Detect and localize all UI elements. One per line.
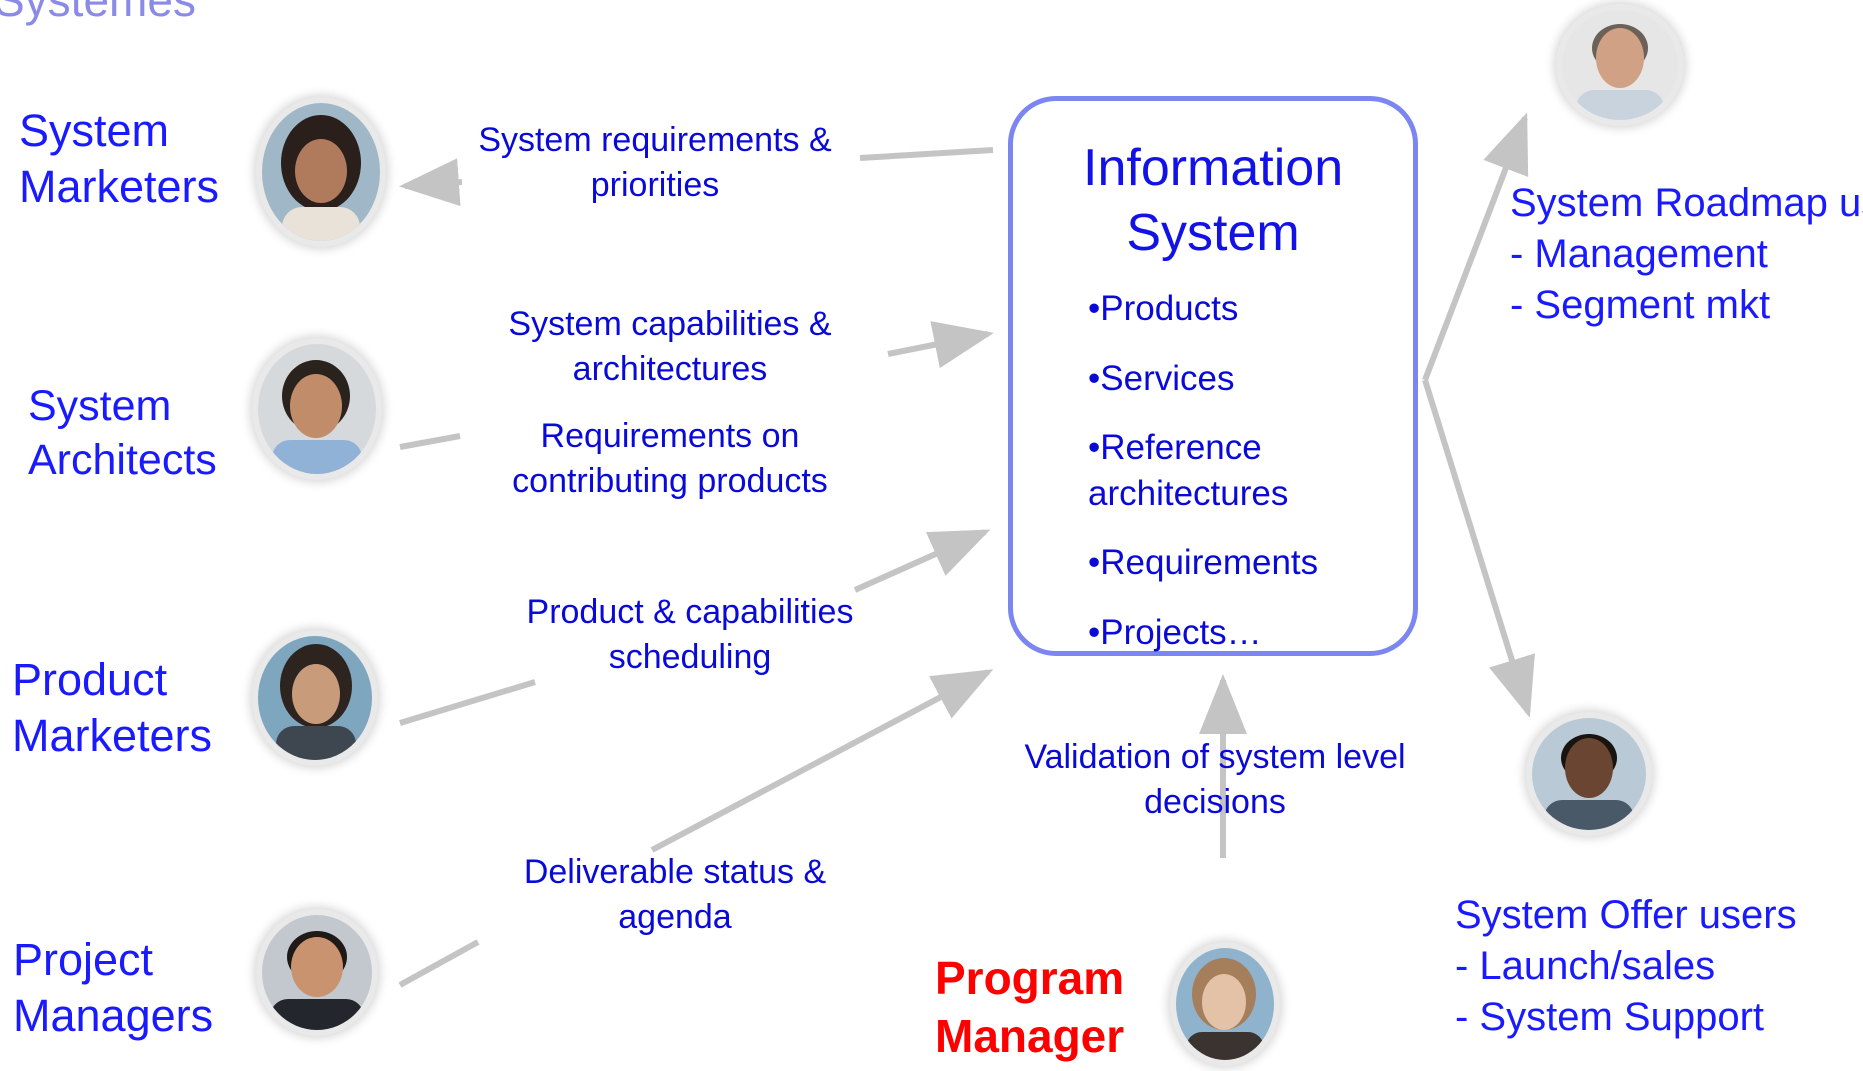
avatar-offer-user xyxy=(1532,718,1646,830)
info-item-reference-architectures: •Reference architectures xyxy=(1088,428,1289,513)
information-system-title: Information System xyxy=(1083,139,1344,262)
info-item-services: •Services xyxy=(1088,358,1235,398)
page-title-fragment: Systèmes xyxy=(0,0,196,26)
avatar-program-manager xyxy=(1176,948,1274,1060)
info-item-requirements: •Requirements xyxy=(1088,543,1319,582)
flow-requirements-priorities: System requirements & priorities xyxy=(478,121,832,204)
flow-requirements-contributing: Requirements on contributing products xyxy=(512,417,828,500)
avatar-system-architect xyxy=(258,344,376,474)
flow-product-scheduling: Product & capabilities scheduling xyxy=(526,593,854,676)
arrow-box-to-roadmap-users xyxy=(1422,112,1529,382)
arrow-product-marketers-to-box xyxy=(399,679,536,726)
users-system-offer: System Offer users - Launch/sales - Syst… xyxy=(1455,893,1797,1040)
flow-deliverable-status: Deliverable status & agenda xyxy=(523,853,827,936)
arrow-box-to-offer-users xyxy=(1422,379,1535,718)
flow-validation: Validation of system level decisions xyxy=(1024,738,1406,821)
arrow-to-system-marketers-b xyxy=(399,158,463,207)
role-system-architects: System Architects xyxy=(28,382,217,484)
arrow-capabilities-to-box xyxy=(887,321,994,369)
role-program-manager: Program Manager xyxy=(935,952,1125,1062)
info-item-products: •Products xyxy=(1088,289,1239,328)
avatar-system-marketer xyxy=(262,103,380,241)
role-system-marketers: System Marketers xyxy=(19,105,220,213)
flow-capabilities-architectures: System capabilities & architectures xyxy=(508,305,832,388)
information-system-list: •Products •Services •Reference architect… xyxy=(1088,286,1328,679)
information-system-box: Information System •Products •Services •… xyxy=(1008,96,1418,656)
users-system-roadmap: System Roadmap users - Management - Segm… xyxy=(1510,181,1863,328)
role-product-marketers: Product Marketers xyxy=(12,654,213,762)
avatar-roadmap-user xyxy=(1562,10,1678,120)
avatar-product-marketer xyxy=(258,636,372,760)
arrow-scheduling-to-box xyxy=(853,529,991,593)
arrow-deliverable-to-box xyxy=(650,669,994,853)
role-project-managers: Project Managers xyxy=(13,934,214,1042)
avatar-project-manager xyxy=(262,915,372,1030)
arrow-project-managers-to-box xyxy=(398,939,480,988)
line-architects-requirements xyxy=(399,433,461,450)
info-item-projects: •Projects… xyxy=(1088,612,1262,652)
arrow-to-system-marketers-a xyxy=(859,147,994,161)
